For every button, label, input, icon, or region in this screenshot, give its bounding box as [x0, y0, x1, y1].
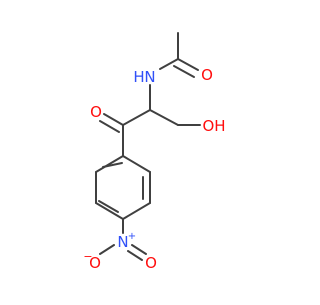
molecule-drawing: O N H O OH N + O − O: [83, 32, 226, 272]
bonds: [95, 32, 201, 261]
ring-inner-3: [102, 162, 123, 168]
atom-o-ketone: O: [90, 103, 102, 121]
bond-nitro-o-right-2: [127, 250, 143, 261]
ring-bond-3: [122, 202, 151, 220]
atom-o-nitro-right: O: [145, 254, 157, 272]
atom-o-nitro-left: O: [89, 254, 101, 272]
bond-calpha-ch2: [149, 109, 179, 126]
ring-inner-2: [98, 200, 119, 213]
structure-canvas: O N H O OH N + O − O: [83, 32, 226, 272]
bond-nitro-o-right-1: [131, 244, 147, 255]
atom-n-amide: N: [144, 68, 155, 86]
bond-carbonyl-o-2: [173, 65, 195, 78]
atom-o-acetyl: O: [201, 66, 213, 84]
bond-carbonyl-n: [159, 58, 179, 70]
ring-bond-6: [95, 155, 124, 173]
charge-plus: +: [128, 231, 136, 242]
charge-minus: −: [83, 250, 92, 263]
bond-calpha-cketone: [122, 109, 151, 126]
atom-h-amide: H: [133, 68, 144, 86]
bond-ketone-o-1: [103, 113, 124, 126]
ring-bond-4: [95, 202, 124, 220]
bond-nitro-o-left: [99, 244, 115, 255]
atom-oh: OH: [202, 117, 225, 135]
bond-carbonyl-o-1: [177, 58, 199, 71]
atom-n-nitro: N: [117, 233, 128, 251]
ring-bond-1: [122, 155, 151, 173]
bond-ketone-o-2: [99, 120, 120, 133]
